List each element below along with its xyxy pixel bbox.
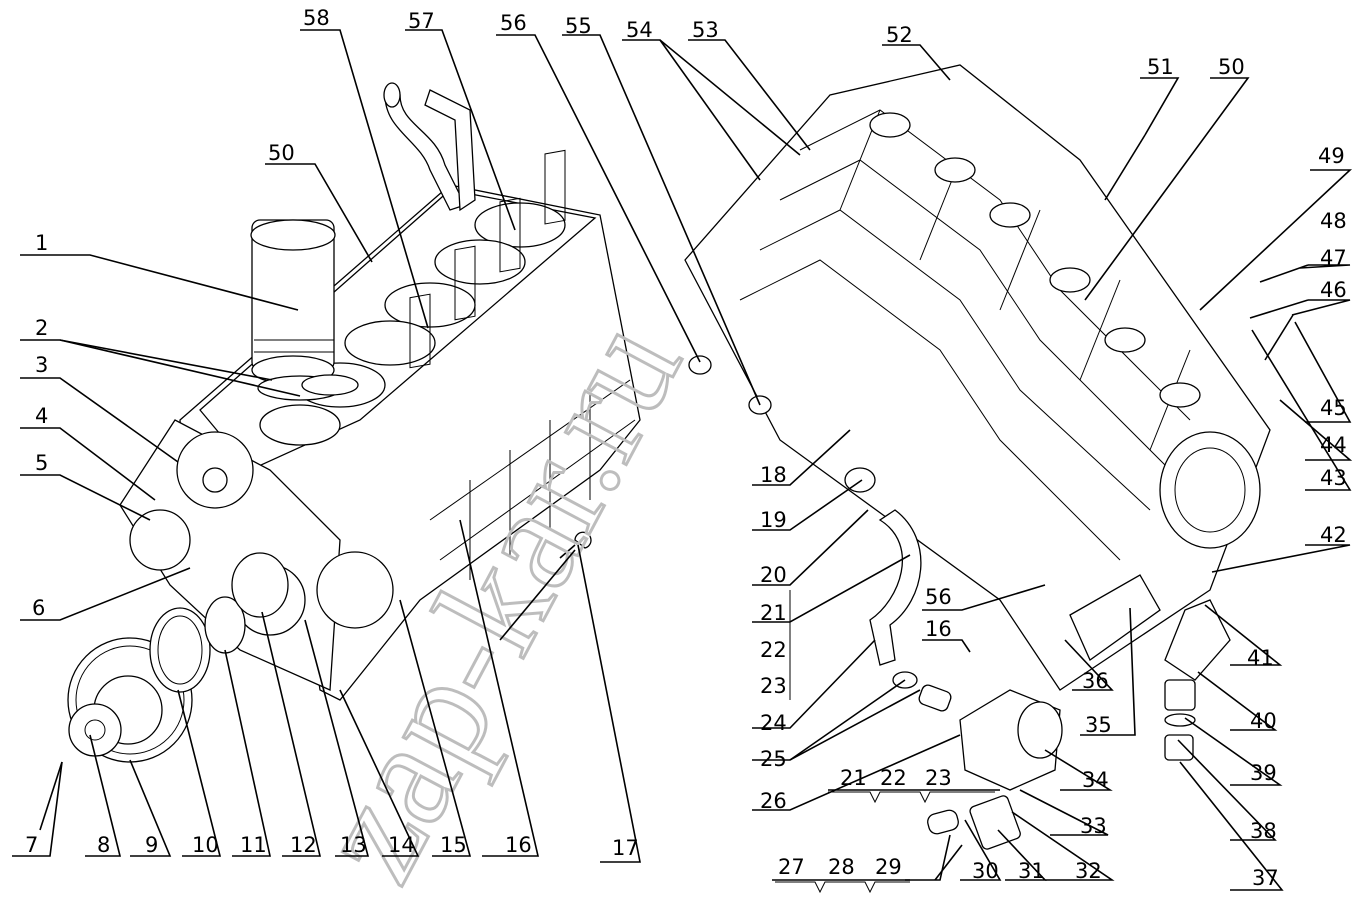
callout-numbers: 1 2 3 4 5 6 7 8 9 10 11 12 13 14 15 16 1… — [25, 6, 1347, 890]
callout-31: 31 — [1018, 859, 1045, 883]
callout-21: 21 — [760, 601, 787, 625]
callout-53: 53 — [692, 18, 719, 42]
group-brackets — [775, 590, 995, 894]
callout-34: 34 — [1082, 768, 1109, 792]
callout-14: 14 — [388, 833, 415, 857]
callout-55: 55 — [565, 14, 592, 38]
callout-30: 30 — [972, 859, 999, 883]
callout-24: 24 — [760, 711, 787, 735]
callout-48: 48 — [1320, 209, 1347, 233]
callout-23-group: 23 — [925, 766, 952, 790]
callout-4: 4 — [35, 404, 48, 428]
callout-9: 9 — [145, 833, 158, 857]
callout-47: 47 — [1320, 246, 1347, 270]
callout-50-right: 50 — [1218, 55, 1245, 79]
callout-43: 43 — [1320, 466, 1347, 490]
callout-8: 8 — [97, 833, 110, 857]
callout-50: 50 — [268, 141, 295, 165]
callout-22: 22 — [760, 638, 787, 662]
callout-40: 40 — [1250, 709, 1277, 733]
callout-12: 12 — [290, 833, 317, 857]
callout-3: 3 — [35, 353, 48, 377]
callout-23: 23 — [760, 674, 787, 698]
callout-11: 11 — [240, 833, 267, 857]
callout-26: 26 — [760, 789, 787, 813]
callout-56: 56 — [500, 11, 527, 35]
callout-13: 13 — [340, 833, 367, 857]
callout-28: 28 — [828, 855, 855, 879]
callout-44: 44 — [1320, 433, 1347, 457]
callout-45: 45 — [1320, 396, 1347, 420]
callout-15: 15 — [440, 833, 467, 857]
callout-41: 41 — [1247, 646, 1274, 670]
callout-25: 25 — [760, 747, 787, 771]
left-cylinder-block — [39, 82, 641, 831]
callout-22-group: 22 — [880, 766, 907, 790]
callout-21-group: 21 — [840, 766, 867, 790]
callout-6: 6 — [32, 596, 45, 620]
callout-7: 7 — [25, 833, 38, 857]
callout-5: 5 — [35, 451, 48, 475]
callout-39: 39 — [1250, 761, 1277, 785]
callout-20: 20 — [760, 563, 787, 587]
callout-17: 17 — [612, 836, 639, 860]
callout-57: 57 — [408, 9, 435, 33]
callout-56-right: 56 — [925, 585, 952, 609]
callout-35: 35 — [1085, 713, 1112, 737]
callout-27: 27 — [778, 855, 805, 879]
callout-1: 1 — [35, 231, 48, 255]
callout-52: 52 — [886, 23, 913, 47]
callout-19: 19 — [760, 508, 787, 532]
callout-54: 54 — [626, 18, 653, 42]
callout-29: 29 — [875, 855, 902, 879]
callout-46: 46 — [1320, 278, 1347, 302]
callout-10: 10 — [192, 833, 219, 857]
callout-16: 16 — [505, 833, 532, 857]
callout-33: 33 — [1080, 814, 1107, 838]
callout-16-right: 16 — [925, 617, 952, 641]
callout-51: 51 — [1147, 55, 1174, 79]
callout-2: 2 — [35, 316, 48, 340]
callout-38: 38 — [1250, 819, 1277, 843]
callout-58: 58 — [303, 6, 330, 30]
callout-36: 36 — [1082, 669, 1109, 693]
callout-49: 49 — [1318, 144, 1345, 168]
right-cylinder-block — [684, 64, 1294, 850]
callout-37: 37 — [1252, 866, 1279, 890]
callout-42: 42 — [1320, 523, 1347, 547]
callout-18: 18 — [760, 463, 787, 487]
leader-lines — [12, 29, 1353, 891]
callout-32: 32 — [1075, 859, 1102, 883]
